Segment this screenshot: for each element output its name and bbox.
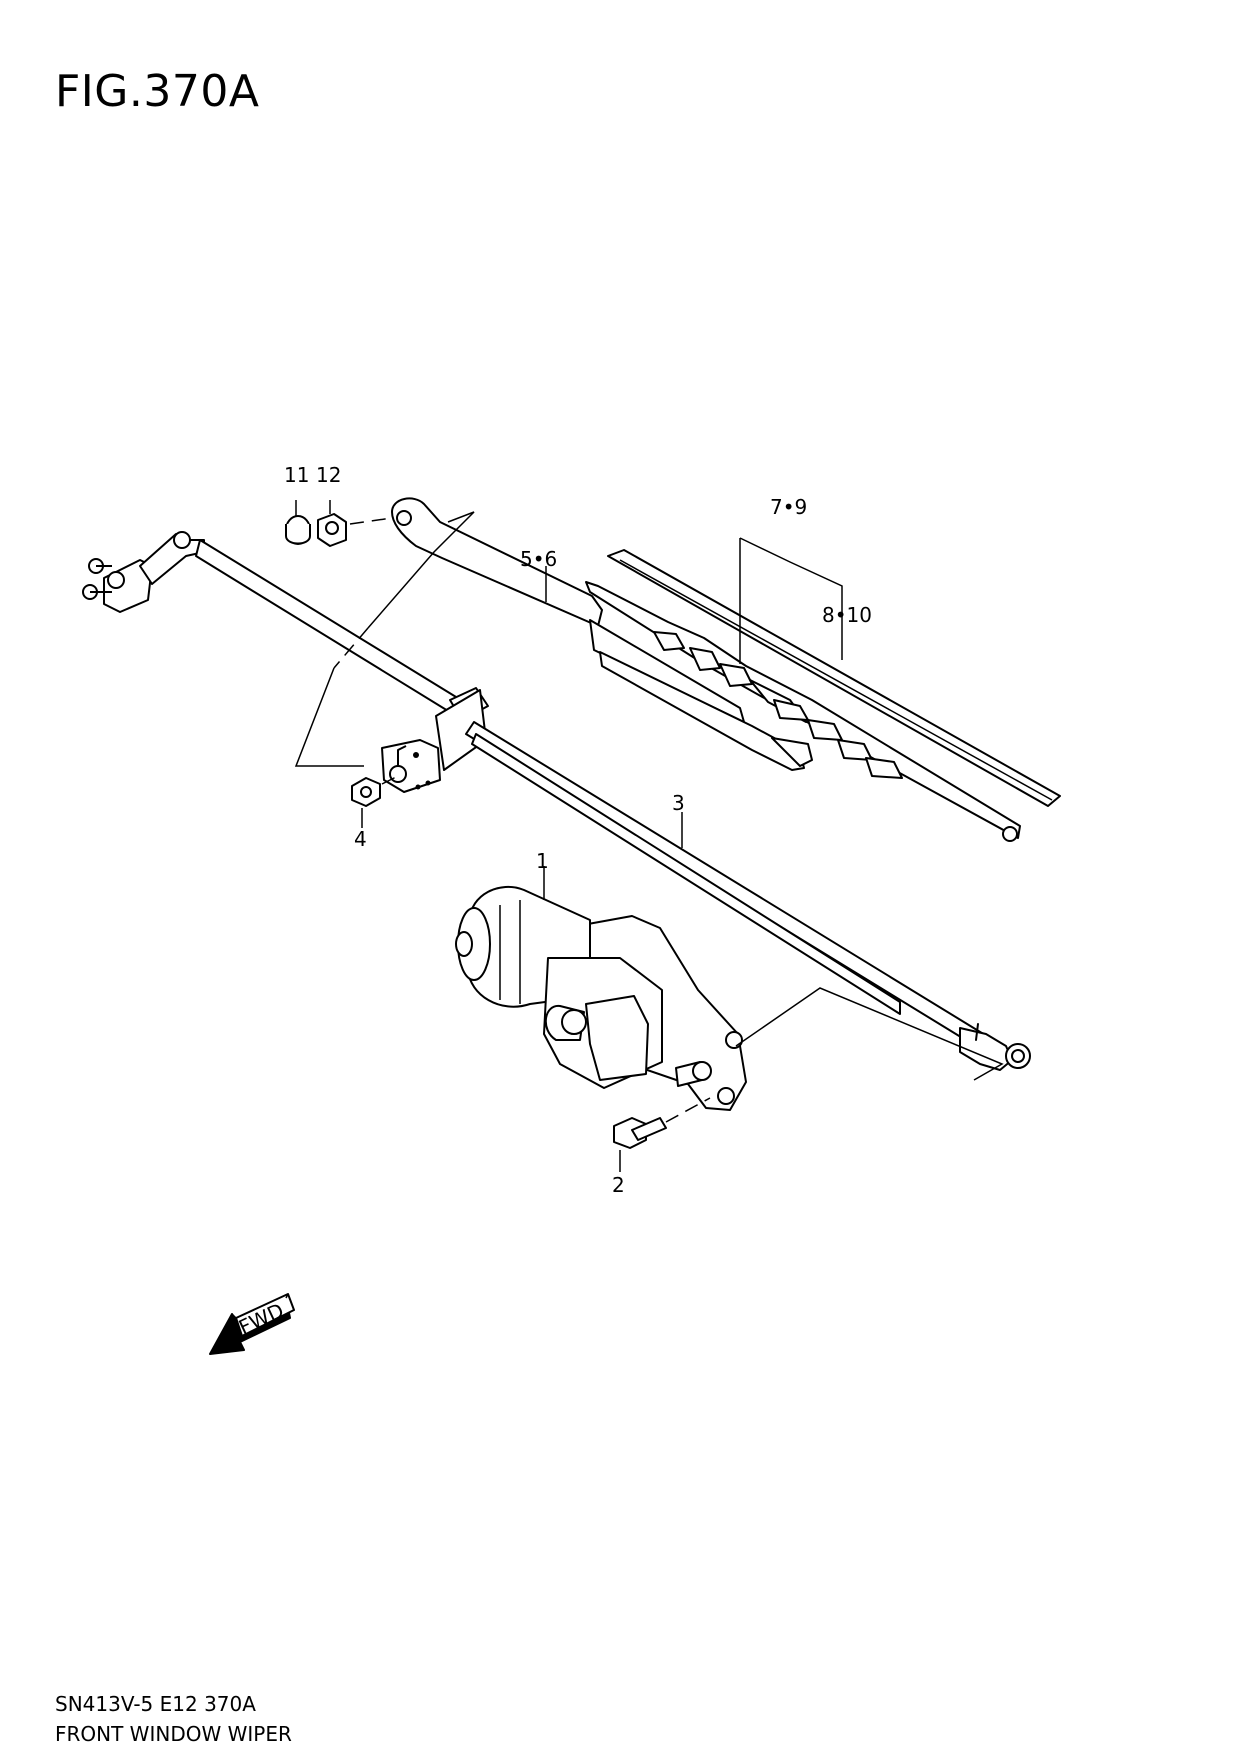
footer-code: SN413V-5 E12 370A (55, 1692, 256, 1716)
fwd-arrow-icon: FWD (209, 1293, 295, 1355)
callout-5-6: 5•6 (520, 547, 557, 571)
footer-name: FRONT WINDOW WIPER (55, 1722, 292, 1746)
cap-and-nut (285, 513, 393, 547)
wiper-linkage (82, 531, 1031, 1071)
callout-8-10: 8•10 (822, 603, 872, 627)
wiper-blade (585, 549, 1061, 842)
callout-12: 12 (316, 463, 341, 487)
callout-1: 1 (536, 849, 549, 873)
figure-title: FIG.370A (55, 66, 260, 117)
callout-2: 2 (612, 1173, 625, 1197)
leader-lines (295, 500, 683, 1172)
fwd-arrow-label: FWD (235, 1298, 287, 1339)
wiper-motor (455, 885, 747, 1111)
pivot-nut (351, 775, 399, 807)
motor-linkage-guide-line (735, 987, 1004, 1081)
callout-numbers: 11 12 5•6 7•9 8•10 3 1 4 2 (284, 463, 872, 1197)
arm-pivot-guide-line (367, 511, 475, 629)
callout-4: 4 (354, 827, 367, 851)
arm-pivot-guide-line-lower (294, 667, 364, 767)
callout-11: 11 (284, 463, 309, 487)
wiper-arm (391, 497, 813, 771)
callout-7-9: 7•9 (770, 495, 807, 519)
motor-bolt (613, 1097, 711, 1149)
callout-3: 3 (672, 791, 685, 815)
